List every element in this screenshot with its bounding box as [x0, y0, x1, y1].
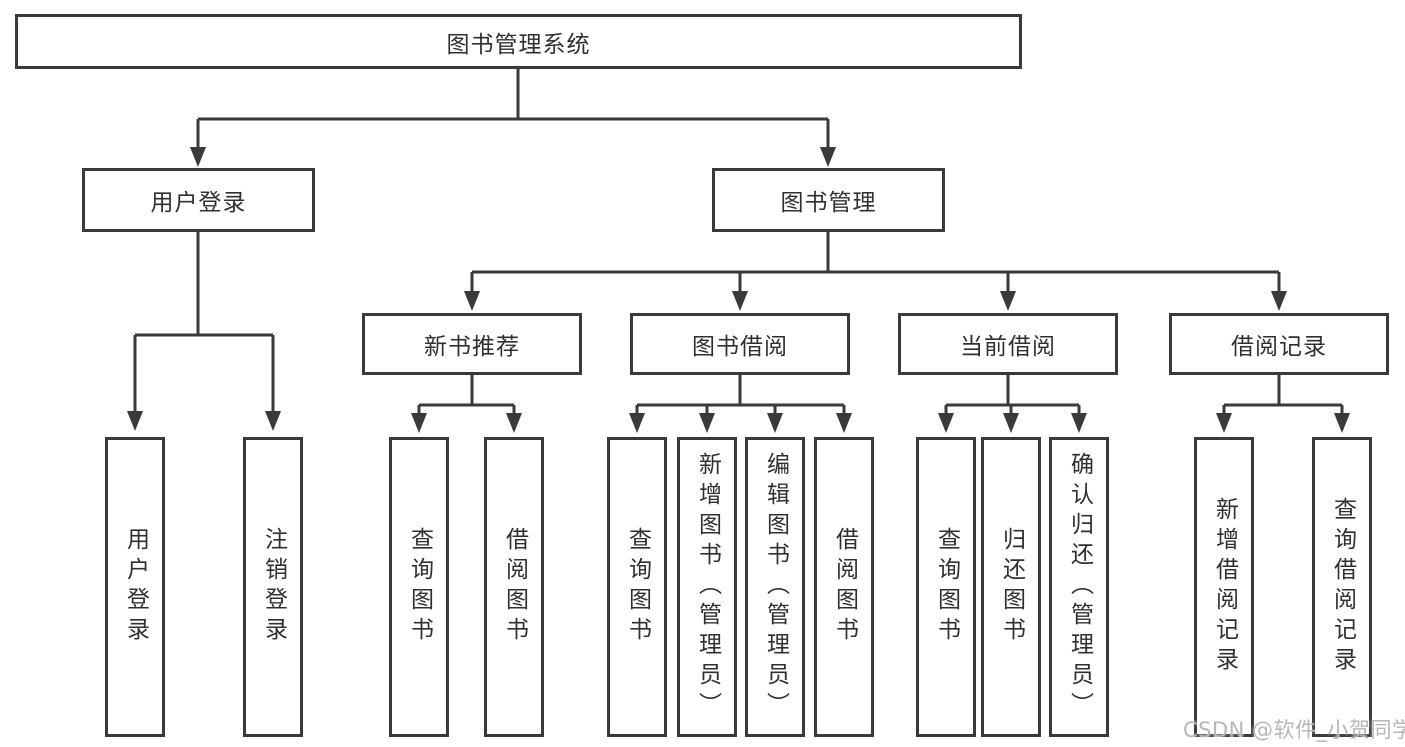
leaf-user-login-label: 用户登录	[122, 527, 149, 647]
leaf-logout-label: 注销登录	[260, 527, 287, 647]
leaf-user-login: 用户登录	[105, 437, 165, 737]
node-book-borrowing-label: 图书借阅	[692, 334, 788, 360]
node-current-borrowing: 当前借阅	[898, 313, 1118, 375]
leaf-borrowing-add-books-admin: 新增图书（管理员）	[677, 437, 737, 737]
leaf-records-add-label: 新增借阅记录	[1211, 497, 1238, 677]
leaf-current-return-books: 归还图书	[981, 437, 1041, 737]
leaf-borrowing-borrow-books-label: 借阅图书	[831, 527, 858, 647]
node-user-login-label: 用户登录	[150, 190, 247, 216]
leaf-current-query-books-label: 查询图书	[933, 527, 960, 647]
node-book-borrowing: 图书借阅	[630, 313, 850, 375]
csdn-watermark: CSDN @软件_小贺同学	[1183, 718, 1405, 742]
node-user-login: 用户登录	[82, 168, 315, 232]
leaf-newbook-query-books: 查询图书	[389, 437, 449, 737]
leaf-newbook-query-books-label: 查询图书	[406, 527, 433, 647]
node-library-system-label: 图书管理系统	[446, 31, 591, 58]
node-borrowing-records: 借阅记录	[1169, 313, 1389, 375]
node-current-borrowing-label: 当前借阅	[960, 334, 1056, 360]
node-new-book-recommend: 新书推荐	[362, 313, 582, 375]
leaf-borrowing-query-books: 查询图书	[607, 437, 667, 737]
leaf-current-confirm-return-admin-label: 确认归还（管理员）	[1066, 452, 1093, 722]
node-book-management-label: 图书管理	[780, 190, 877, 216]
leaf-borrowing-query-books-label: 查询图书	[624, 527, 651, 647]
leaf-logout: 注销登录	[243, 437, 303, 737]
leaf-newbook-borrow-books: 借阅图书	[484, 437, 544, 737]
leaf-records-query-label: 查询借阅记录	[1329, 497, 1356, 677]
node-borrowing-records-label: 借阅记录	[1231, 334, 1327, 360]
leaf-records-query: 查询借阅记录	[1312, 437, 1372, 737]
leaf-newbook-borrow-books-label: 借阅图书	[501, 527, 528, 647]
leaf-current-confirm-return-admin: 确认归还（管理员）	[1049, 437, 1109, 737]
leaf-borrowing-edit-books-admin-label: 编辑图书（管理员）	[762, 452, 789, 722]
leaf-borrowing-borrow-books: 借阅图书	[814, 437, 874, 737]
leaf-current-return-books-label: 归还图书	[998, 527, 1025, 647]
leaf-borrowing-edit-books-admin: 编辑图书（管理员）	[745, 437, 805, 737]
leaf-borrowing-add-books-admin-label: 新增图书（管理员）	[694, 452, 721, 722]
node-book-management: 图书管理	[712, 168, 945, 232]
node-library-system: 图书管理系统	[15, 14, 1022, 69]
leaf-current-query-books: 查询图书	[916, 437, 976, 737]
node-new-book-recommend-label: 新书推荐	[424, 334, 520, 360]
leaf-records-add: 新增借阅记录	[1194, 437, 1254, 737]
